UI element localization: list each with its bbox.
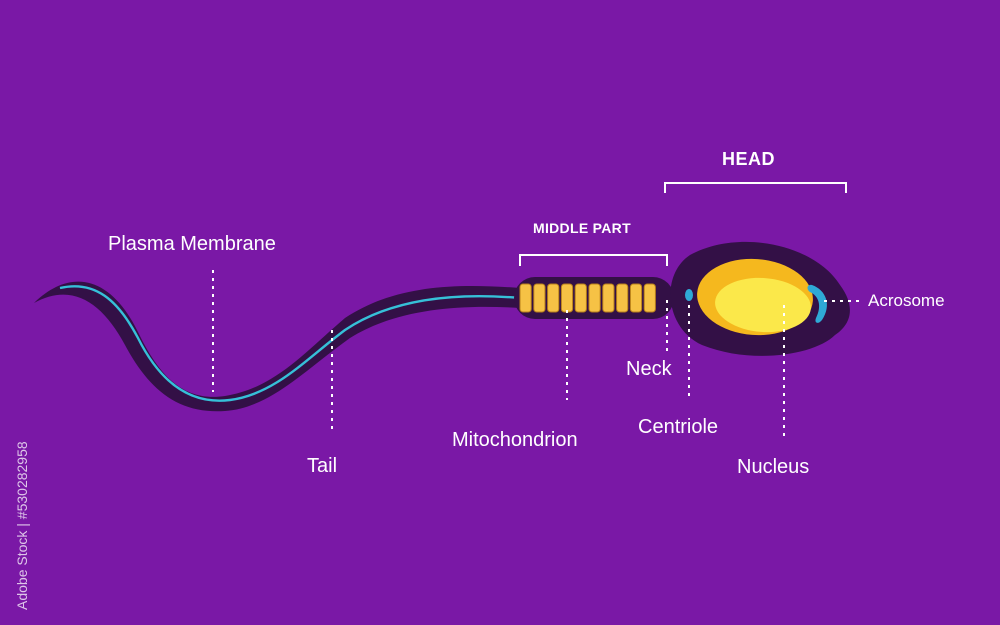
stock-id-watermark: Adobe Stock | #530282958: [14, 441, 30, 610]
tail-label: Tail: [307, 455, 338, 477]
tail-axial-filament: [59, 285, 521, 402]
nucleus-inner: [715, 277, 811, 333]
mitochondrion-segment: [533, 283, 546, 313]
mitochondrion-segment: [629, 283, 643, 313]
tail-shape: [34, 281, 520, 412]
centriole-dot: [685, 289, 693, 301]
mitochondrion-segment: [602, 283, 615, 313]
plasma-membrane-label: Plasma Membrane: [108, 233, 276, 255]
mitochondria-group: [519, 283, 656, 313]
centriole-label: Centriole: [638, 416, 719, 438]
mitochondrion-label: Mitochondrion: [452, 429, 578, 451]
middle-part-bracket: [519, 254, 668, 266]
mitochondrion-segment: [574, 283, 587, 313]
mitochondrion-segment: [560, 283, 574, 313]
mitochondrion-segment: [588, 283, 601, 313]
nucleus-label: Nucleus: [737, 456, 810, 478]
mitochondrion-segment: [643, 283, 656, 313]
middle-part-section-title: MIDDLE PART: [533, 220, 631, 236]
mitochondrion-segment: [547, 283, 560, 313]
acrosome-label: Acrosome: [868, 291, 945, 310]
head-bracket: [664, 182, 847, 193]
mitochondrion-segment: [616, 283, 629, 313]
mitochondrion-segment: [519, 283, 532, 313]
acrosome-shape: [807, 284, 827, 323]
neck-label: Neck: [626, 358, 672, 380]
head-section-title: HEAD: [722, 149, 776, 169]
